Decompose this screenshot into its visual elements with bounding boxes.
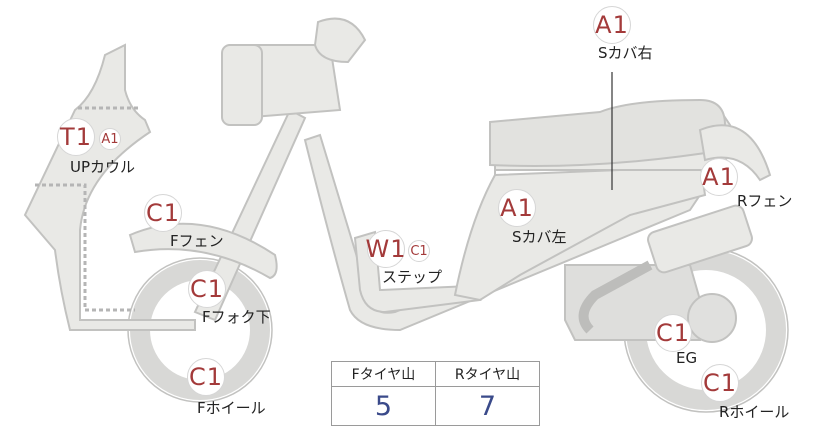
part-code-badge: C1 [654, 314, 692, 352]
part-code-badge: A1 [700, 158, 738, 196]
front-fender [128, 222, 278, 280]
part-label: ステップ [382, 268, 443, 286]
part-code-badge: A1 [593, 6, 631, 44]
part-code-badge: A1 [498, 189, 536, 227]
tire-tread-table: Fタイヤ山 Rタイヤ山 5 7 [331, 361, 540, 426]
part-code-badge: T1 [57, 118, 95, 156]
part-label: Fフォク下 [202, 308, 271, 326]
part-label: Fフェン [170, 232, 224, 250]
seat [489, 98, 726, 167]
headlight [221, 44, 263, 126]
mirror [313, 17, 367, 64]
part-code-badge: C1 [188, 270, 226, 308]
front-tire-value: 5 [331, 386, 436, 426]
part-code-badge: C1 [144, 194, 182, 232]
part-label: Sカバ右 [598, 44, 653, 62]
part-code-badge: C1 [701, 364, 739, 402]
rear-fender [698, 124, 772, 182]
front-cowl [23, 43, 196, 331]
part-label: Rホイール [719, 403, 790, 421]
part-code-badge-small: A1 [99, 128, 121, 150]
rear-tire-value: 7 [435, 386, 540, 426]
exhaust-pipe [578, 260, 653, 334]
rear-tire-header: Rタイヤ山 [435, 361, 540, 387]
part-code-badge-small: C1 [408, 240, 430, 262]
part-label: EG [676, 349, 698, 367]
part-label: UPカウル [70, 158, 136, 176]
part-label: Rフェン [737, 192, 793, 210]
front-tire-header: Fタイヤ山 [331, 361, 436, 387]
rear-shock [647, 204, 753, 274]
part-label: Sカバ左 [512, 228, 567, 246]
step-panel [353, 230, 482, 314]
part-code-badge: C1 [187, 358, 225, 396]
part-code-badge: W1 [366, 230, 406, 268]
part-label: Fホイール [197, 399, 266, 417]
engine-hub [687, 293, 737, 343]
